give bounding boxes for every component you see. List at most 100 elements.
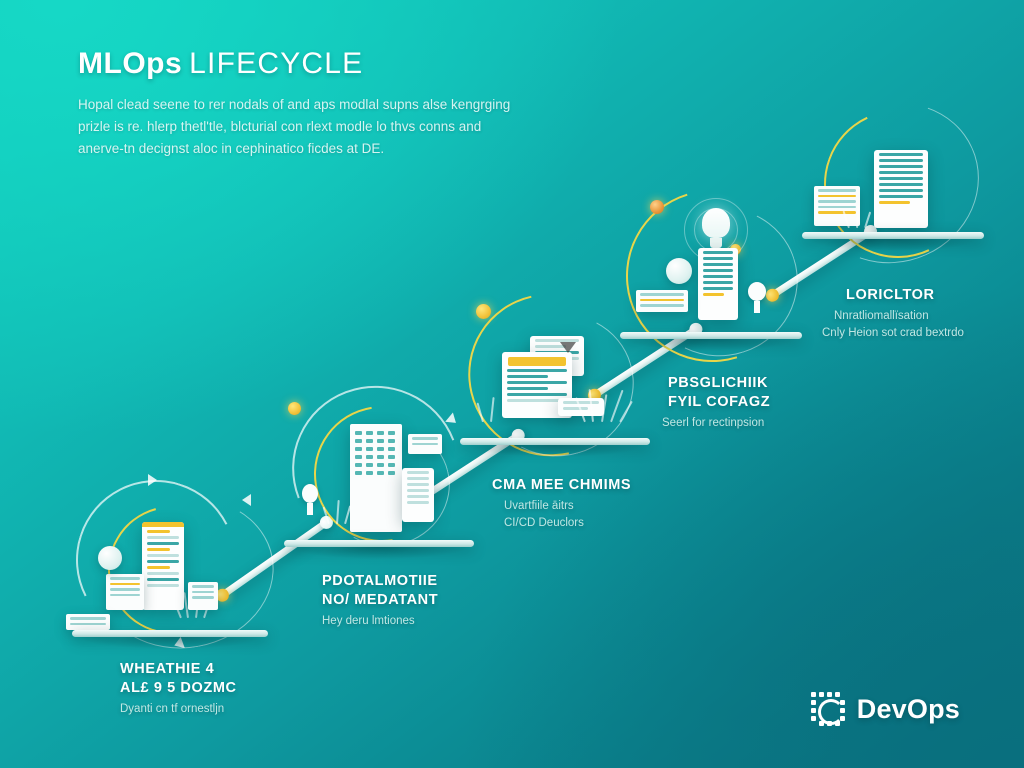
- panel-row: [110, 593, 140, 596]
- bulb-base: [710, 237, 722, 248]
- stage-label-line1: LORICLTOR: [846, 287, 935, 303]
- stage-node-5[interactable]: [783, 75, 1024, 291]
- card-row: [407, 471, 429, 474]
- stage-label-line2: AL£ 9 5 DOZMC: [120, 680, 237, 697]
- card-row: [703, 281, 733, 284]
- stage-sublabel-2: Cnly Heion sot crad bextrdo: [822, 327, 964, 340]
- panel-row: [818, 211, 856, 214]
- bulb-glass: [702, 208, 730, 238]
- data-panel-left: [106, 574, 144, 610]
- card-row: [703, 251, 733, 254]
- panel-row: [110, 588, 140, 591]
- panel-row: [70, 617, 106, 620]
- panel-row: [818, 200, 856, 203]
- stage-label-line2: NO/ MEDATANT: [322, 592, 439, 609]
- stage-platform: [72, 630, 268, 649]
- card-row: [507, 369, 567, 372]
- stage-label-4: PBSGLICHIIK FYIL COFAGZ Seerl for rectin…: [662, 374, 770, 431]
- stage-node-4[interactable]: [595, 159, 866, 393]
- panel-row: [640, 293, 684, 296]
- gold-node-dot: [476, 304, 491, 319]
- card-row: [535, 345, 566, 348]
- cloud-node-icon: [408, 434, 442, 454]
- stage-label-line1: PDOTALMOTIIE: [322, 573, 438, 589]
- card-row: [535, 339, 579, 342]
- card-row: [147, 560, 179, 563]
- title-light: LIFECYCLE: [189, 47, 364, 80]
- card-row: [407, 483, 429, 486]
- monitor-report-card: [874, 150, 928, 228]
- stage-platform: [802, 232, 984, 251]
- pin-stem: [307, 502, 313, 516]
- gold-node-dot: [288, 402, 301, 415]
- lightbulb-icon: [702, 208, 730, 248]
- stage-node-2[interactable]: [265, 359, 540, 579]
- card-row: [879, 189, 923, 192]
- subtitle-line-3: anerve-tn decignst aloc in cephinatico f…: [78, 141, 385, 157]
- card-row: [703, 287, 733, 290]
- stage-platform: [460, 438, 650, 457]
- card-row: [879, 165, 923, 168]
- pin-head: [748, 282, 766, 301]
- card-row: [147, 536, 179, 539]
- panel-row: [192, 596, 214, 599]
- card-row: [407, 477, 429, 480]
- stage-label-2: PDOTALMOTIIE NO/ MEDATANT Hey deru lmtio…: [322, 572, 438, 629]
- brain-chip-icon: [98, 546, 122, 570]
- stage-node-1[interactable]: [55, 459, 330, 663]
- stage-sublabel-1: Uvartfiile āitrs: [504, 500, 574, 513]
- panel-row: [70, 622, 106, 625]
- pin-head: [302, 484, 318, 503]
- panel-row: [110, 577, 140, 580]
- card-row: [563, 407, 589, 410]
- panel-row: [192, 585, 214, 588]
- stage-label-line1: PBSGLICHIIK: [668, 375, 769, 391]
- devops-logomark-icon: [810, 692, 845, 726]
- stage-label-1: WHEATHIE 4 AL£ 9 5 DOZMC Dyanti cn tf or…: [120, 660, 237, 717]
- server-strip-icon: [66, 614, 110, 630]
- cycle-arrowhead: [148, 474, 157, 486]
- stage-label-5: LORICLTOR Nnratliomallïsation Cnly Heion…: [822, 286, 964, 341]
- card-row: [703, 263, 733, 266]
- cycle-arrowhead: [242, 494, 251, 506]
- panel-row: [818, 205, 856, 208]
- stage-sublabel-1: Dyanti cn tf ornestljn: [120, 703, 225, 716]
- stage-platform: [284, 540, 474, 559]
- card-row: [507, 393, 567, 396]
- card-row: [879, 201, 910, 204]
- panel-row: [640, 298, 684, 301]
- card-row: [703, 293, 725, 296]
- stage-platform: [620, 332, 802, 351]
- panel-row: [412, 437, 438, 440]
- card-row: [879, 153, 923, 156]
- card-row: [407, 489, 429, 492]
- title-strong: MLOps: [78, 47, 183, 80]
- card-row: [507, 399, 567, 402]
- checklist-card: [698, 248, 738, 320]
- card-header-bar: [508, 357, 566, 366]
- stage-node-3[interactable]: [437, 262, 700, 488]
- card-row: [879, 183, 923, 186]
- grass-decoration: [322, 498, 356, 525]
- gear-badge-icon: [666, 258, 692, 284]
- thermometer-icon: [302, 484, 318, 516]
- stage-sublabel-1: Hey deru lmtiones: [322, 615, 415, 628]
- card-row: [147, 584, 179, 587]
- panel-row: [818, 189, 856, 192]
- card-row: [879, 177, 923, 180]
- card-row: [147, 554, 179, 557]
- panel-row: [412, 442, 438, 445]
- form-card-front: [502, 352, 572, 418]
- data-document-card: [142, 522, 184, 610]
- gold-node-dot: [650, 200, 664, 214]
- stage-sublabel-1: Seerl for rectinpsion: [662, 417, 765, 430]
- stage-label-line1: CMA MEE CHMIMS: [492, 477, 632, 493]
- grass-decoration: [842, 202, 876, 229]
- devops-logo: DevOps: [810, 692, 960, 726]
- card-row: [147, 530, 170, 533]
- card-row: [703, 257, 733, 260]
- user-pin-icon: [748, 282, 766, 314]
